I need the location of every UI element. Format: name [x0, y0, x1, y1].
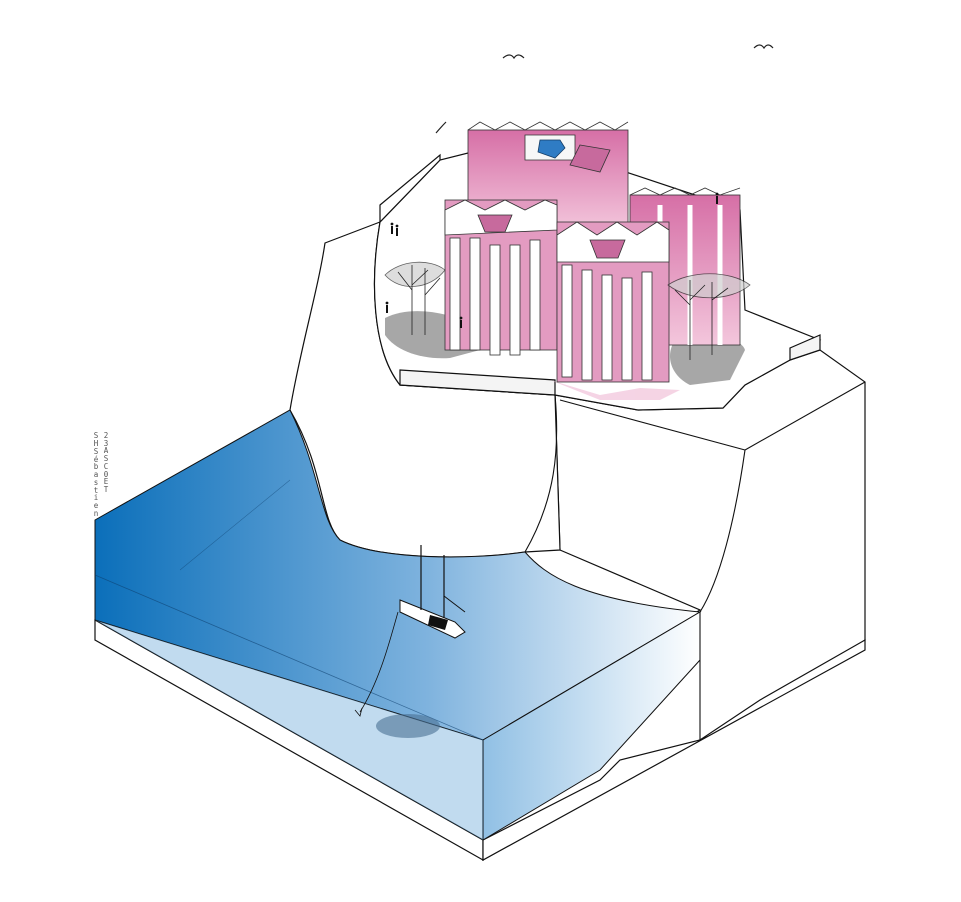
sea-water: [94, 409, 702, 841]
boat-shadow: [376, 714, 440, 738]
tower-front-right: [556, 221, 670, 383]
bird-icon: [435, 44, 774, 134]
boat-icon: [399, 545, 466, 639]
anchor-line-icon: [354, 611, 399, 717]
cliff-lines: [524, 381, 866, 740]
person-icon: [385, 192, 719, 328]
tower-front-left: [444, 199, 558, 356]
tower-cluster: [444, 121, 741, 383]
tree-icon: [384, 261, 446, 335]
rooftop-pool: [537, 139, 566, 159]
tree-icon-right: [667, 273, 751, 360]
